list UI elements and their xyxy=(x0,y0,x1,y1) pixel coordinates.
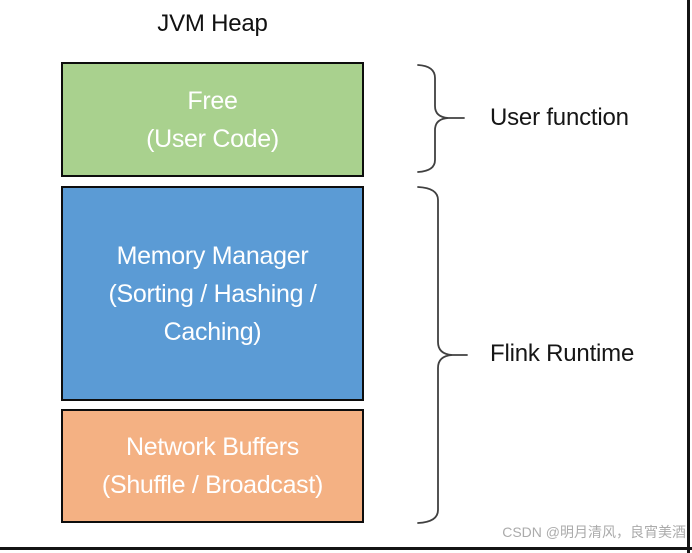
flink-runtime-brace xyxy=(417,186,453,524)
box-text-line: (Sorting / Hashing / xyxy=(108,279,317,308)
user-function-brace xyxy=(417,64,449,173)
box-text-line: (Shuffle / Broadcast) xyxy=(101,471,324,499)
box-text-line: Free xyxy=(187,86,238,115)
frame-right-line xyxy=(687,0,690,553)
network-buffers-box: Network Buffers (Shuffle / Broadcast) xyxy=(61,409,364,523)
frame-bottom-line xyxy=(0,547,692,550)
memory-manager-box: Memory Manager (Sorting / Hashing / Cach… xyxy=(61,186,364,401)
free-user-code-box: Free (User Code) xyxy=(61,62,364,177)
diagram-title: JVM Heap xyxy=(157,10,268,37)
box-text-line: Caching) xyxy=(163,317,262,346)
flink-runtime-label: Flink Runtime xyxy=(490,340,635,367)
csdn-watermark: CSDN @明月清风，良宵美酒 xyxy=(502,524,686,540)
user-function-label: User function xyxy=(490,104,629,131)
box-text-line: Network Buffers xyxy=(126,433,299,461)
box-text-line: Memory Manager xyxy=(116,241,309,270)
box-text-line: (User Code) xyxy=(146,124,279,153)
